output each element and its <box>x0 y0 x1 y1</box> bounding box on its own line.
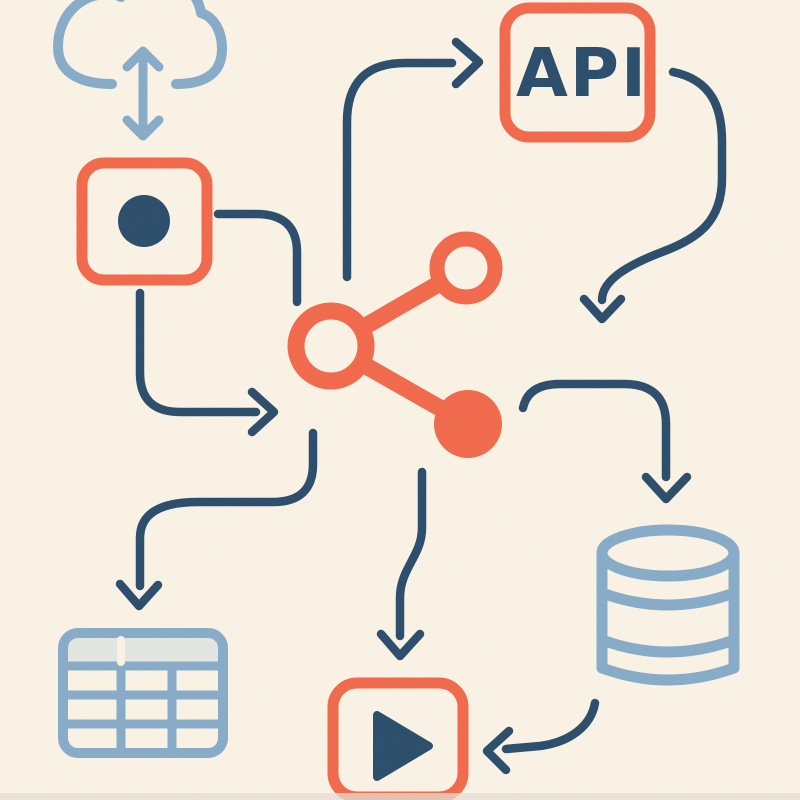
flow-diagram: API <box>0 0 800 800</box>
diagram-canvas: API <box>0 0 800 800</box>
paper-grain-overlay <box>0 0 800 800</box>
